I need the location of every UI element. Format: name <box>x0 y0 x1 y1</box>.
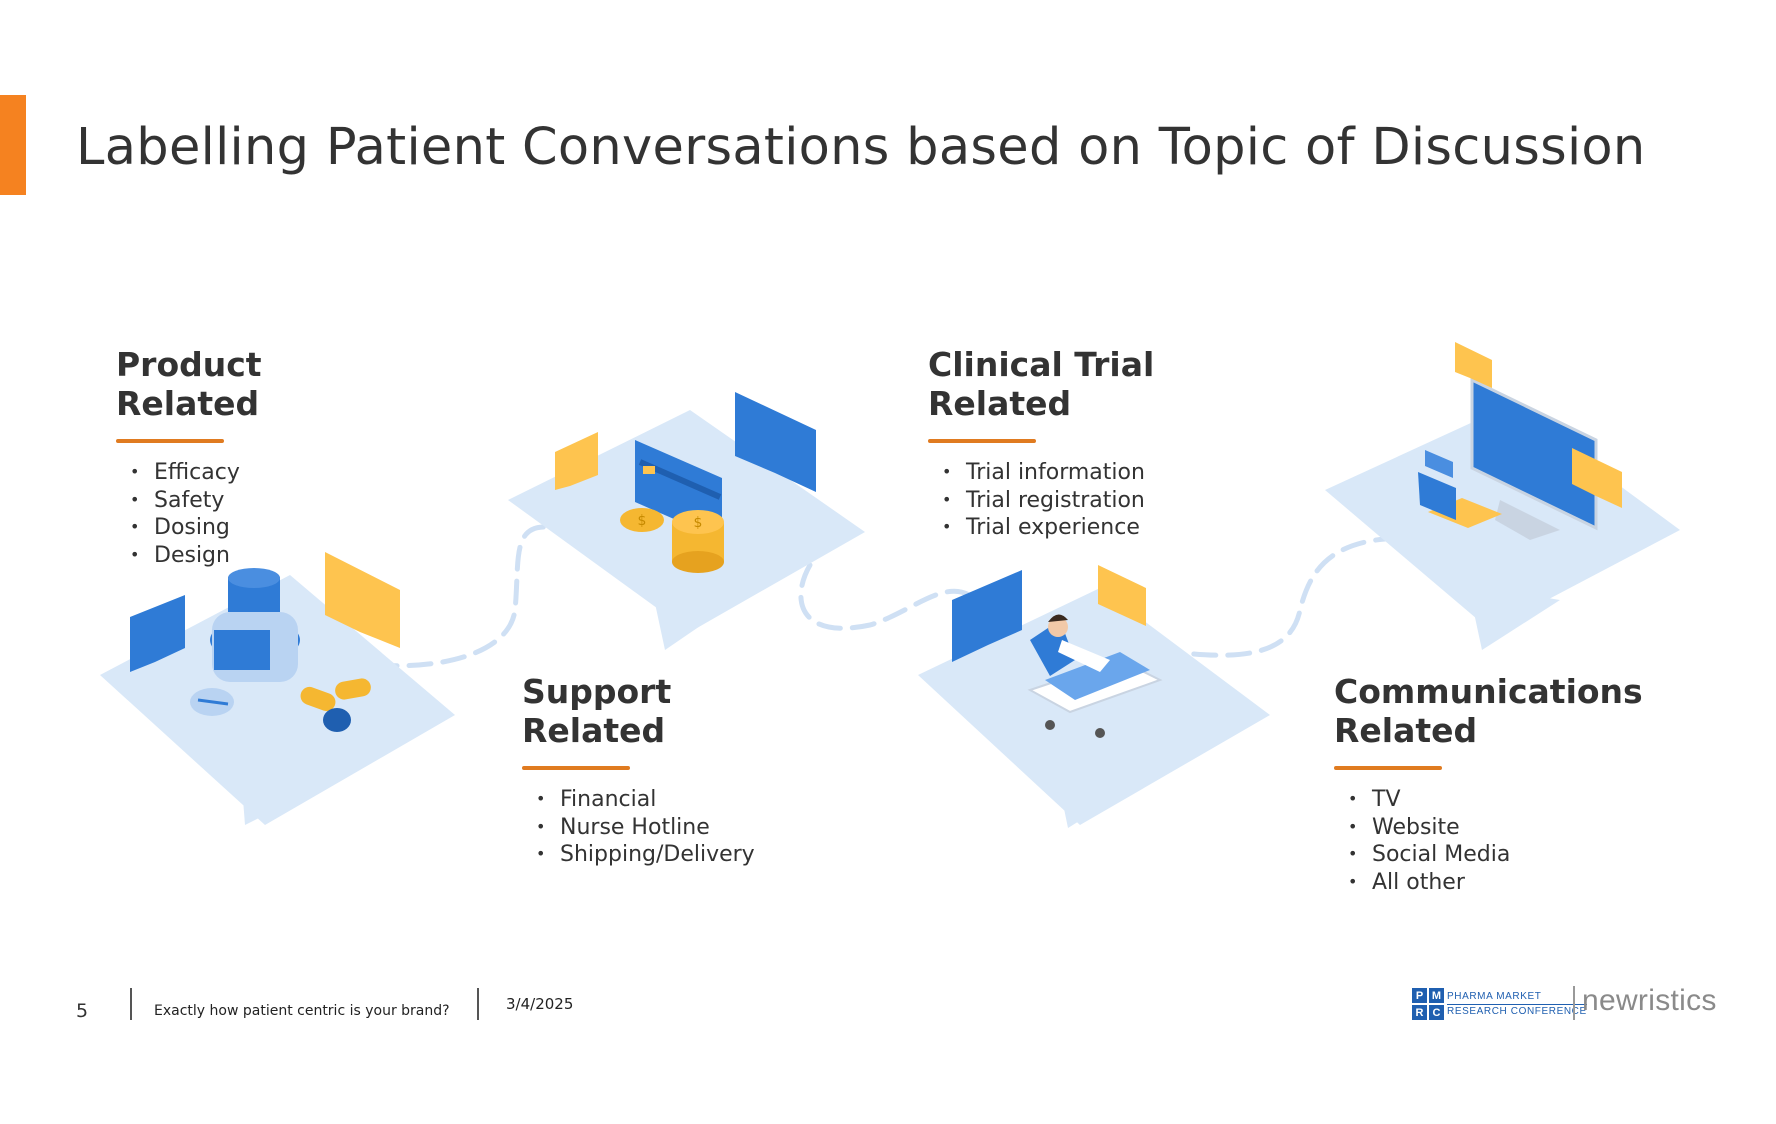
section-title-line2: Related <box>928 384 1072 423</box>
page-number: 5 <box>76 1000 89 1022</box>
svg-text:$: $ <box>694 515 703 531</box>
newristics-logo: newristics <box>1582 984 1717 1017</box>
footer-divider <box>130 988 132 1020</box>
pmrc-line1: PHARMA MARKET <box>1447 990 1587 1005</box>
list-item: TV <box>1348 786 1643 814</box>
section-bullet-list: Financial Nurse Hotline Shipping/Deliver… <box>536 786 755 869</box>
pmrc-logo-text: PHARMA MARKET RESEARCH CONFERENCE <box>1447 990 1587 1019</box>
list-item: Social Media <box>1348 841 1643 869</box>
list-item: Financial <box>536 786 755 814</box>
list-item: Nurse Hotline <box>536 814 755 842</box>
section-communications-related: Communications Related TV Website Social… <box>1334 672 1643 896</box>
section-title: Product Related <box>116 345 262 423</box>
section-underline <box>928 439 1036 443</box>
section-title-line1: Clinical Trial <box>928 345 1155 384</box>
section-underline <box>1334 766 1442 770</box>
pmrc-letter: R <box>1412 1005 1427 1020</box>
pmrc-letter: P <box>1412 988 1427 1003</box>
section-title-line1: Communications <box>1334 672 1643 711</box>
section-bullet-list: Efficacy Safety Dosing Design <box>130 459 262 569</box>
list-item: Website <box>1348 814 1643 842</box>
list-item: Trial information <box>942 459 1154 487</box>
list-item: Trial registration <box>942 487 1154 515</box>
section-support-related: Support Related Financial Nurse Hotline … <box>522 672 755 869</box>
title-accent-bar <box>0 95 26 195</box>
section-bullet-list: Trial information Trial registration Tri… <box>942 459 1154 542</box>
tv-laptop-icon <box>1325 342 1680 650</box>
section-underline <box>522 766 630 770</box>
medicine-bottle-icon <box>100 552 455 825</box>
footer-date: 3/4/2025 <box>506 995 574 1013</box>
svg-text:$: $ <box>638 513 647 529</box>
section-title: Support Related <box>522 672 755 750</box>
section-title-line2: Related <box>116 384 260 423</box>
section-title-line2: Related <box>1334 711 1478 750</box>
section-clinical-trial-related: Clinical Trial Related Trial information… <box>928 345 1154 542</box>
footer-divider <box>477 988 479 1020</box>
section-bullet-list: TV Website Social Media All other <box>1348 786 1643 896</box>
pmrc-logo-mark: P M R C <box>1412 988 1444 1020</box>
section-title-line1: Product <box>116 345 262 384</box>
list-item: Dosing <box>130 514 262 542</box>
pmrc-logo: P M R C PHARMA MARKET RESEARCH CONFERENC… <box>1412 988 1587 1020</box>
logo-divider <box>1573 986 1575 1020</box>
hospital-bed-patient-icon <box>918 565 1270 828</box>
list-item: Shipping/Delivery <box>536 841 755 869</box>
dashed-connector <box>372 524 1403 669</box>
list-item: Safety <box>130 487 262 515</box>
section-title-line1: Support <box>522 672 672 711</box>
pmrc-letter: C <box>1429 1005 1444 1020</box>
section-title: Communications Related <box>1334 672 1643 750</box>
section-title: Clinical Trial Related <box>928 345 1154 423</box>
pmrc-letter: M <box>1429 988 1444 1003</box>
pmrc-line2: RESEARCH CONFERENCE <box>1447 1005 1587 1017</box>
credit-card-coins-icon: $ $ <box>508 392 865 650</box>
list-item: Design <box>130 542 262 570</box>
list-item: Trial experience <box>942 514 1154 542</box>
section-title-line2: Related <box>522 711 666 750</box>
section-product-related: Product Related Efficacy Safety Dosing D… <box>116 345 262 569</box>
list-item: Efficacy <box>130 459 262 487</box>
section-underline <box>116 439 224 443</box>
list-item: All other <box>1348 869 1643 897</box>
slide-title: Labelling Patient Conversations based on… <box>76 118 1646 177</box>
footer-presentation-title: Exactly how patient centric is your bran… <box>154 1003 450 1019</box>
